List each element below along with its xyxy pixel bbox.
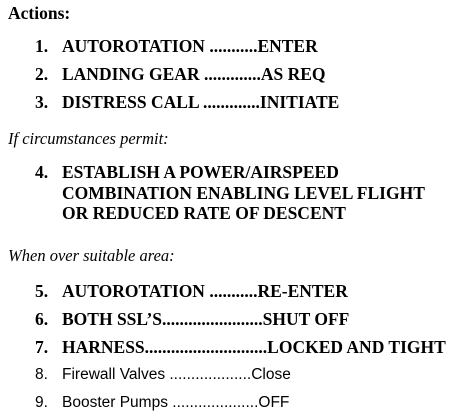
- step-number: 5.: [35, 281, 49, 301]
- step-text: BOTH SSL’S.......................SHUT OF…: [62, 309, 350, 329]
- step-number: 3.: [35, 92, 49, 112]
- step-number: 2.: [35, 64, 49, 84]
- step-text-lines: ESTABLISH A POWER/AIRSPEED COMBINATION E…: [62, 162, 425, 224]
- actions-heading: Actions:: [8, 3, 71, 23]
- step-text-line: ESTABLISH A POWER/AIRSPEED: [62, 162, 339, 182]
- step-number: 6.: [35, 309, 49, 329]
- step-number: 7.: [35, 337, 49, 357]
- step-booster-pumps: 9. Booster Pumps ....................OFF: [35, 392, 289, 414]
- step-text: Booster Pumps ....................OFF: [62, 394, 290, 411]
- step-establish-power-airspeed: 4. ESTABLISH A POWER/AIRSPEED COMBINATIO…: [35, 162, 425, 224]
- step-landing-gear: 2. LANDING GEAR .............AS REQ: [35, 63, 326, 85]
- step-autorotation-enter: 1. AUTOROTATION ...........ENTER: [35, 35, 318, 57]
- step-harness: 7. HARNESS............................LOC…: [35, 336, 446, 358]
- step-number: 1.: [35, 36, 49, 56]
- step-autorotation-reenter: 5. AUTOROTATION ...........RE-ENTER: [35, 280, 348, 302]
- step-distress-call: 3. DISTRESS CALL .............INITIATE: [35, 91, 339, 113]
- step-text: AUTOROTATION ...........RE-ENTER: [62, 281, 348, 301]
- step-text: Firewall Valves ...................Close: [62, 366, 291, 383]
- step-text: DISTRESS CALL .............INITIATE: [62, 92, 340, 112]
- condition-circumstances-permit: If circumstances permit:: [8, 129, 169, 148]
- step-text: HARNESS............................LOCKE…: [62, 337, 446, 357]
- step-text: LANDING GEAR .............AS REQ: [62, 64, 326, 84]
- step-both-ssls: 6. BOTH SSL’S.......................SHUT …: [35, 308, 349, 330]
- step-text-line: COMBINATION ENABLING LEVEL FLIGHT: [62, 182, 425, 203]
- step-number: 8.: [35, 366, 48, 383]
- step-text-line: OR REDUCED RATE OF DESCENT: [62, 203, 346, 223]
- condition-suitable-area: When over suitable area:: [8, 246, 175, 265]
- step-number: 4.: [35, 162, 49, 182]
- step-number: 9.: [35, 394, 48, 411]
- step-text: AUTOROTATION ...........ENTER: [62, 36, 318, 56]
- step-firewall-valves: 8. Firewall Valves ...................Clo…: [35, 364, 291, 386]
